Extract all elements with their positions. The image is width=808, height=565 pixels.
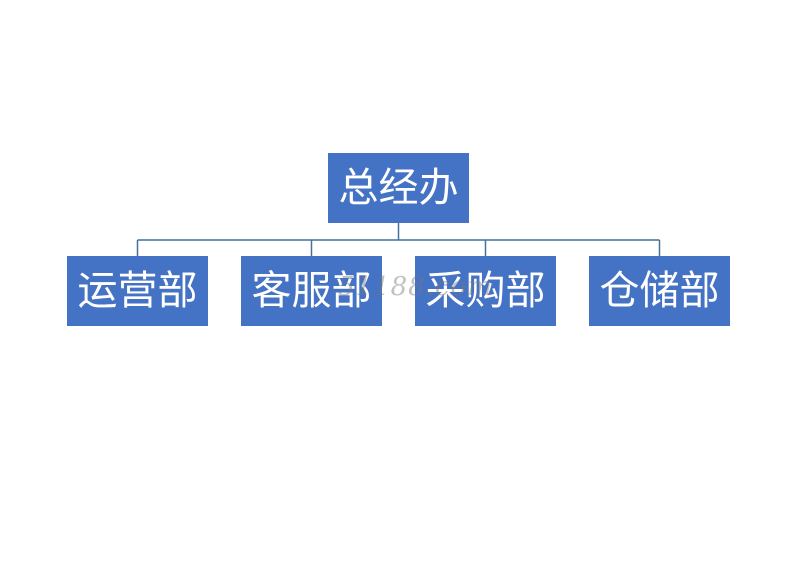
- org-node-child-2: 采购部: [415, 256, 556, 326]
- org-node-child-label: 运营部: [77, 268, 198, 314]
- org-node-root-label: 总经办: [338, 165, 459, 211]
- org-node-child-label: 客服部: [251, 268, 372, 314]
- watermark-text: 51188.com: [338, 272, 493, 302]
- org-node-child-3: 仓储部: [589, 256, 730, 326]
- org-node-child-0: 运营部: [67, 256, 208, 326]
- org-node-child-label: 仓储部: [599, 268, 720, 314]
- org-node-child-1: 客服部: [241, 256, 382, 326]
- org-node-child-label: 采购部: [425, 268, 546, 314]
- org-node-root: 总经办: [328, 153, 469, 223]
